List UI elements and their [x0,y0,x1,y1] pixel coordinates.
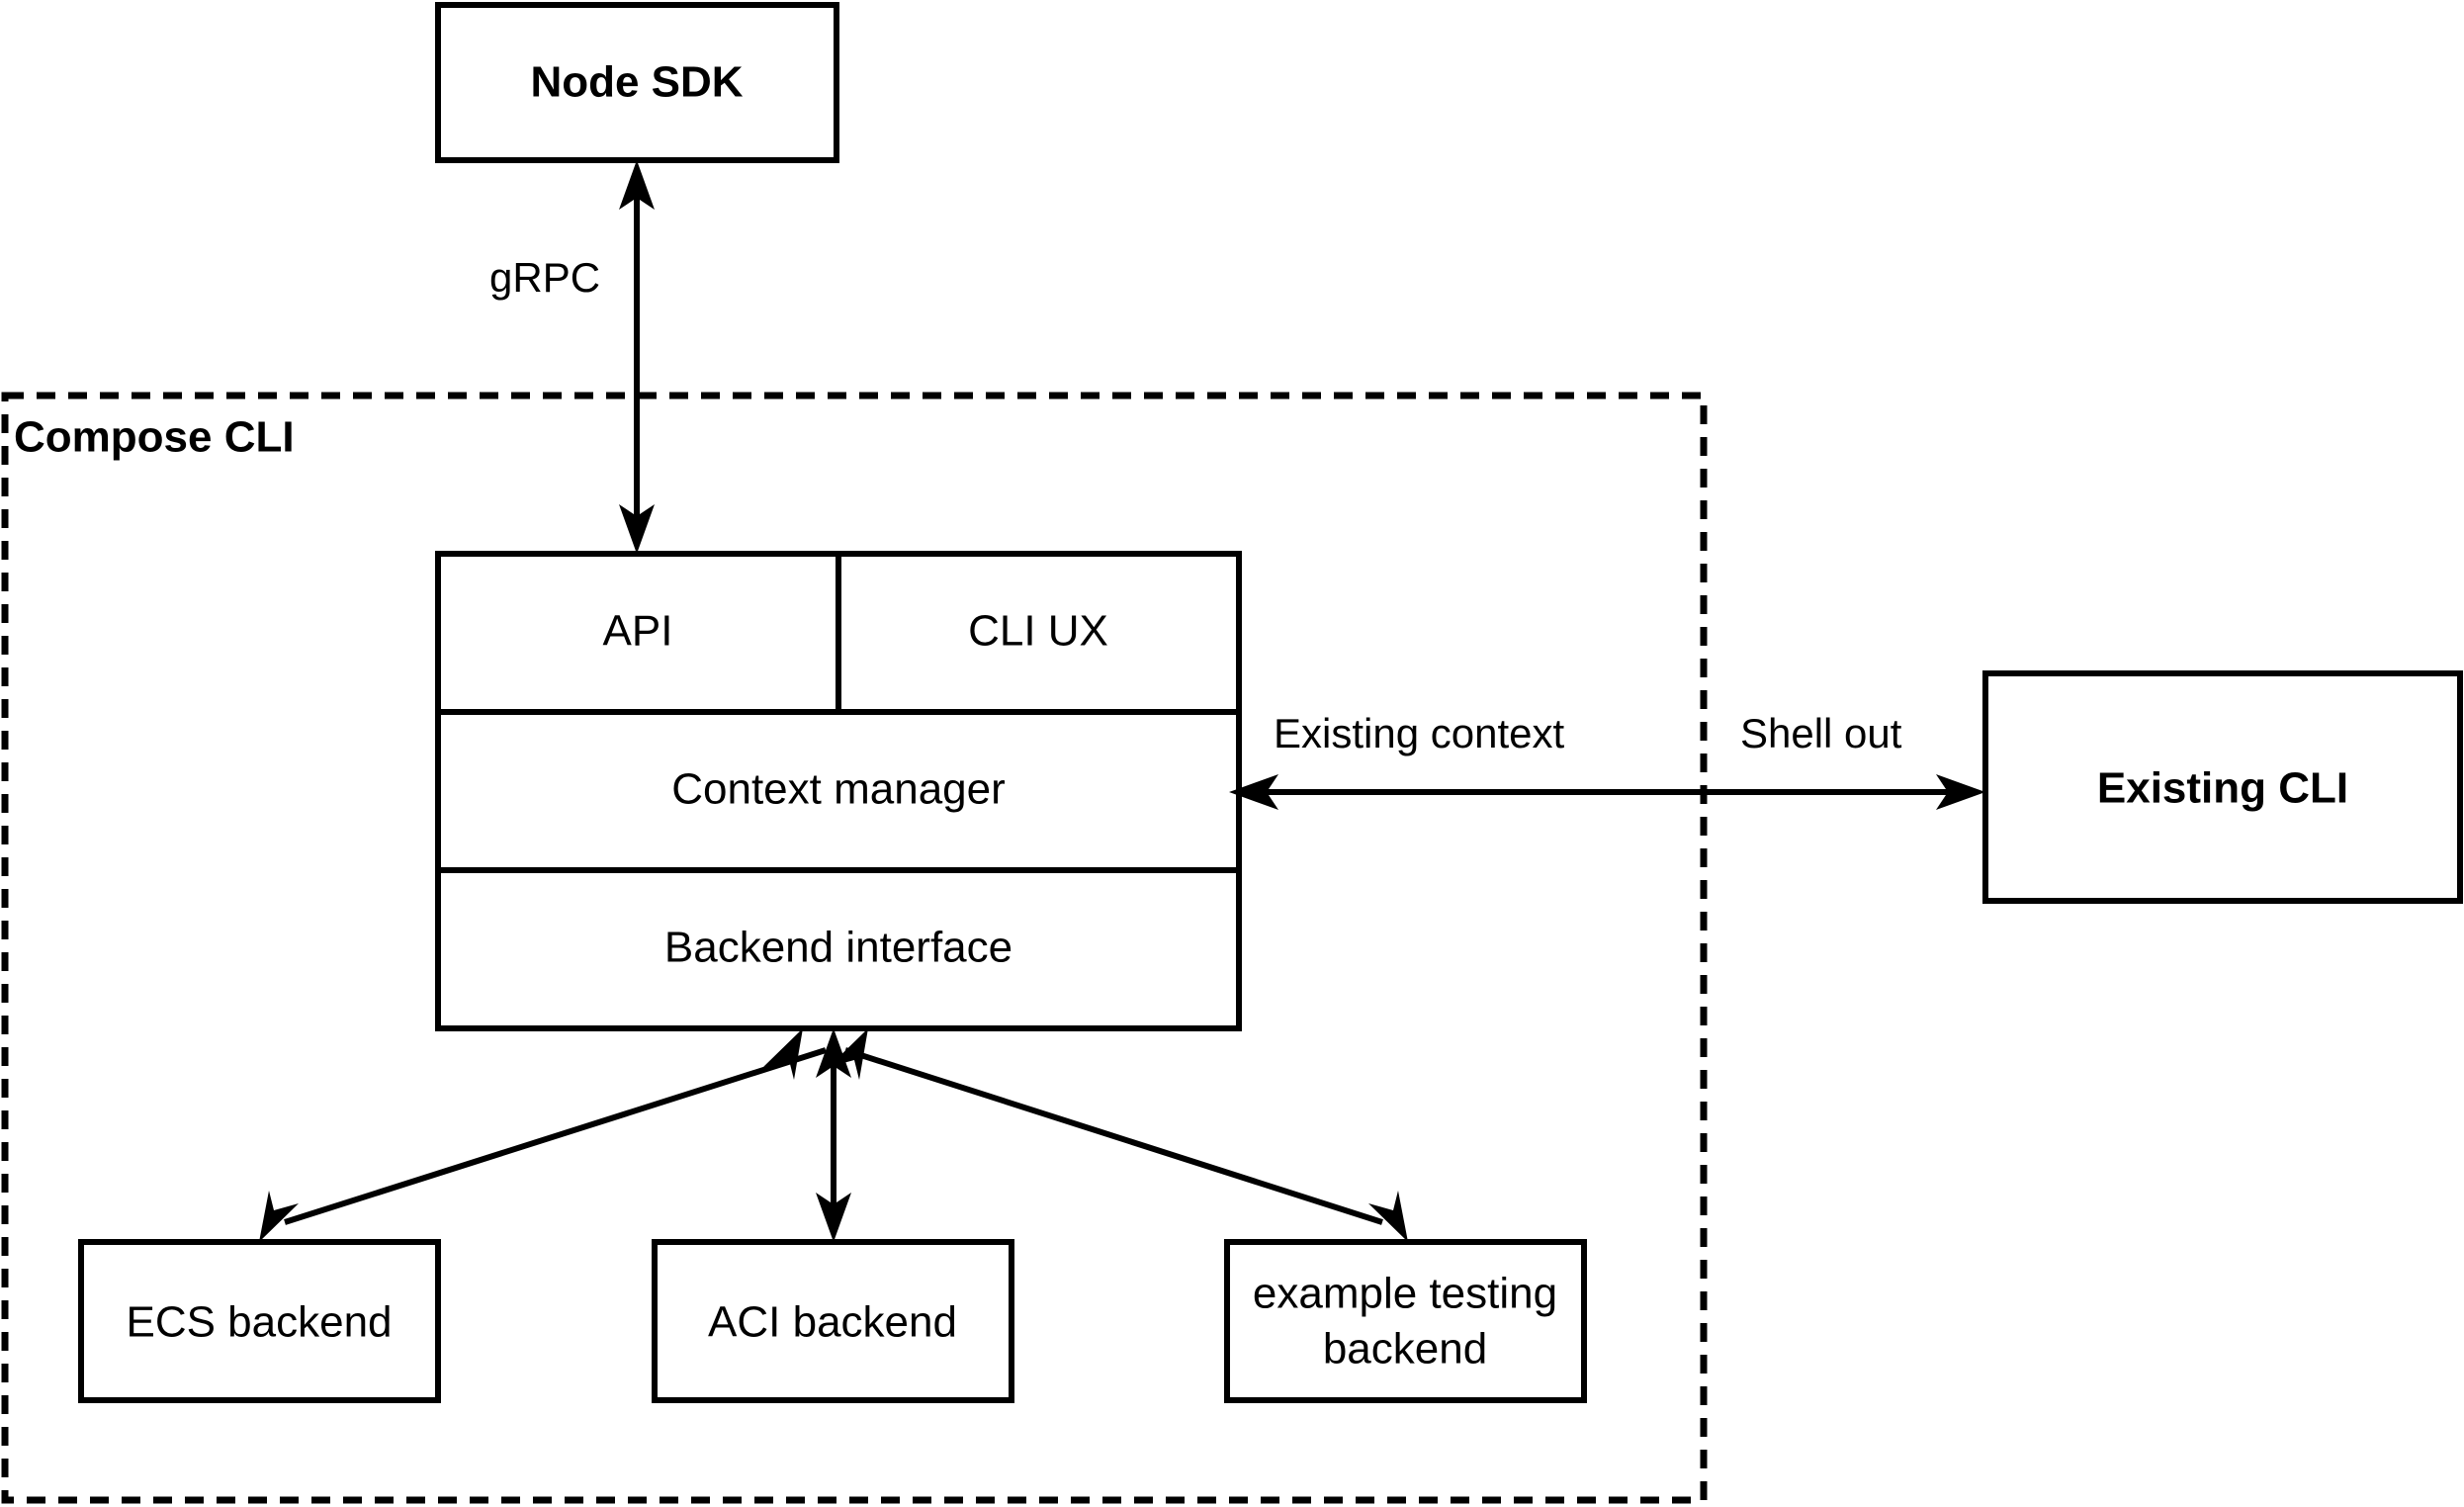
ecs-backend-label: ECS backend [126,1298,392,1347]
edge-backend-ecs-arrowhead-down [259,1191,299,1242]
edge-backend-ecs-line [284,1047,827,1225]
context-manager-label: Context manager [671,765,1006,814]
edge-grpc-arrowhead-up [619,160,655,210]
edge-shell-out-label: Shell out [1740,710,1902,756]
edge-existing-context-arrowhead [1229,774,1278,810]
edge-backend-example [829,1028,1408,1242]
edge-backend-aci [816,1028,851,1242]
node-sdk-box[interactable] [435,2,839,163]
example-testing-backend-box[interactable] [1224,1239,1587,1403]
edge-backend-ecs [259,1028,827,1242]
existing-cli-box[interactable] [1982,670,2463,904]
api-label: API [603,607,673,656]
edge-backend-aci-arrowhead-down [816,1193,851,1242]
compose-cli-group-label: Compose CLI [14,413,295,462]
ecs-backend-box[interactable] [78,1239,441,1403]
edge-grpc: gRPC [489,160,655,554]
compose-cli-stack: API CLI UX Context manager Backend inter… [435,551,1242,1031]
edge-backend-example-arrowhead-up [829,1028,868,1080]
example-testing-backend-label-line2: backend [1323,1325,1487,1374]
aci-backend-label: ACI backend [708,1298,957,1347]
edge-grpc-label: gRPC [489,254,600,301]
backend-interface-label: Backend interface [664,924,1012,972]
existing-cli-label: Existing CLI [2097,764,2348,813]
cli-ux-label: CLI UX [968,607,1108,656]
edge-existing-context-label: Existing context [1274,710,1564,756]
example-testing-backend-label-line1: example testing [1253,1270,1557,1318]
edge-backend-ecs-arrowhead-up [763,1028,803,1080]
edge-shell-out-arrowhead [1936,774,1985,810]
node-sdk-label: Node SDK [530,58,743,107]
edge-backend-aci-arrowhead-up [816,1028,851,1078]
edge-grpc-arrowhead-down [619,504,655,554]
compose-cli-group-border [1,392,1708,1504]
edge-backend-example-arrowhead-down [1368,1191,1408,1242]
aci-backend-box[interactable] [652,1239,1014,1403]
edge-backend-example-line [844,1047,1383,1225]
edge-context-shellout: Existing context Shell out [1229,710,1985,810]
